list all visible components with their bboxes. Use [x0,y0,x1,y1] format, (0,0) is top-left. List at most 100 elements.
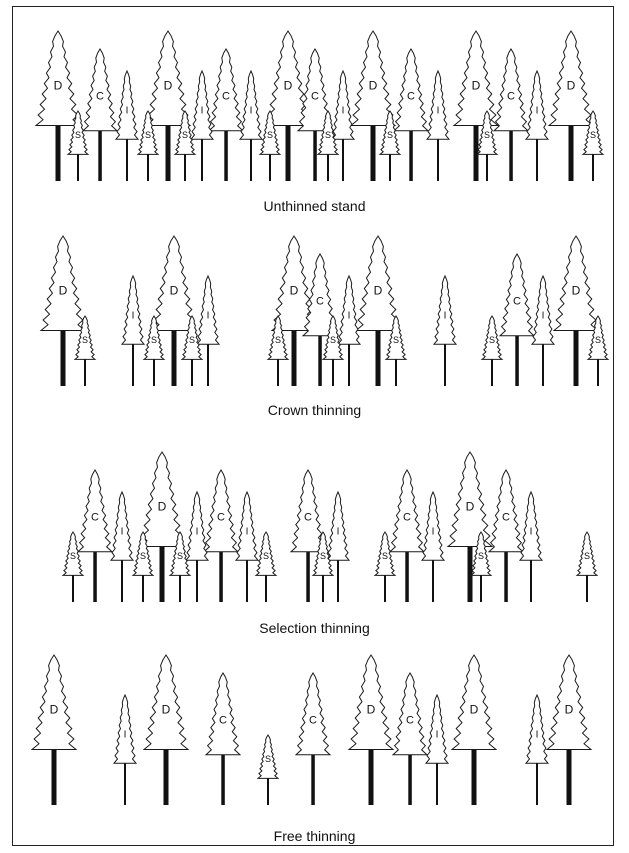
tree-trunk [573,326,579,386]
crown-class-label: I [250,105,253,116]
crown-class-label: I [337,526,340,537]
tree-trunk [486,150,488,181]
tree-crown [388,469,426,553]
tree-dominant: D [30,654,78,805]
tree-trunk [221,750,225,805]
tree-codominant: C [294,672,332,805]
tree-crown [391,672,429,756]
tree-crown [586,315,610,360]
tree-crown [492,48,530,132]
tree-suppressed: S [142,315,166,386]
tree-suppressed: S [61,531,85,602]
tree-codominant: C [204,672,242,805]
tree-trunk [568,121,574,181]
crown-class-label: D [567,79,576,93]
caption-selection-thinning: Selection thinning [259,620,370,636]
tree-dominant: D [450,654,498,805]
crown-class-label: I [342,105,345,116]
tree-trunk [163,745,169,805]
tree-trunk [246,556,248,602]
tree-trunk [201,135,203,181]
tree-intermediate: I [524,69,550,181]
tree-crown [301,253,339,337]
tree-trunk [265,571,267,602]
tree-trunk [219,547,223,602]
tree-crown [195,274,221,345]
crown-class-label: D [162,703,171,717]
tree-dominant: D [150,235,198,386]
tree-crown [420,490,446,561]
tree-crown [321,315,345,360]
tree-crown [136,110,160,155]
tree-crown [378,110,402,155]
tree-crown [289,469,327,553]
crown-class-label: D [369,79,378,93]
tree-suppressed: S [256,734,280,805]
crown-class-label: S [182,130,188,140]
crown-class-label: S [265,754,271,764]
tree-trunk [509,126,513,181]
tree-trunk [132,340,134,386]
tree-crown [518,490,544,561]
tree-crown [238,69,264,140]
tree-crown [180,315,204,360]
tree-trunk [250,135,252,181]
crown-class-label: S [489,335,495,345]
tree-intermediate: I [238,69,264,181]
tree-crown [168,531,192,576]
tree-crown [138,451,186,547]
tree-crown [487,469,525,553]
crown-class-label: S [484,130,490,140]
tree-crown [270,235,318,331]
tree-codominant: C [289,469,327,602]
tree-dominant: D [452,30,500,181]
crown-class-label: I [444,310,447,321]
crown-class-label: S [275,335,281,345]
tree-intermediate: I [424,693,450,805]
tree-codominant: C [391,672,429,805]
tree-trunk [55,121,61,181]
tree-suppressed: S [173,110,197,181]
crown-class-label: I [124,729,127,740]
crown-class-label: D [290,284,299,298]
tree-trunk [348,340,350,386]
tree-crown [109,490,135,561]
tree-trunk [124,759,126,805]
tree-suppressed: S [258,110,282,181]
tree-trunk [179,571,181,602]
crown-class-label: S [151,335,157,345]
crown-class-label: I [536,105,539,116]
crown-class-label: C [507,91,515,103]
tree-crown [204,672,242,756]
crown-class-label: D [50,703,59,717]
tree-suppressed: S [480,315,504,386]
tree-dominant: D [34,30,82,181]
crown-class-label: S [145,130,151,140]
tree-crown [184,490,210,561]
crown-class-label: C [311,91,319,103]
crown-class-label: S [325,130,331,140]
tree-crown [552,235,600,331]
tree-crown [81,48,119,132]
tree-suppressed: S [321,315,345,386]
tree-crown [30,654,78,750]
tree-crown [296,48,334,132]
tree-trunk [84,355,86,386]
tree-crown [266,315,290,360]
crown-class-label: I [246,526,249,537]
crown-class-label: S [267,130,273,140]
tree-trunk [530,556,532,602]
tree-crown [294,672,332,756]
crown-class-label: I [132,310,135,321]
tree-intermediate: I [120,274,146,386]
tree-crown [475,110,499,155]
tree-intermediate: I [330,69,356,181]
tree-crown [524,69,550,140]
tree-trunk [207,340,209,386]
tree-trunk [121,556,123,602]
crown-class-label: I [201,105,204,116]
tree-trunk [126,135,128,181]
tree-trunk [159,542,165,602]
tree-crown [311,531,335,576]
